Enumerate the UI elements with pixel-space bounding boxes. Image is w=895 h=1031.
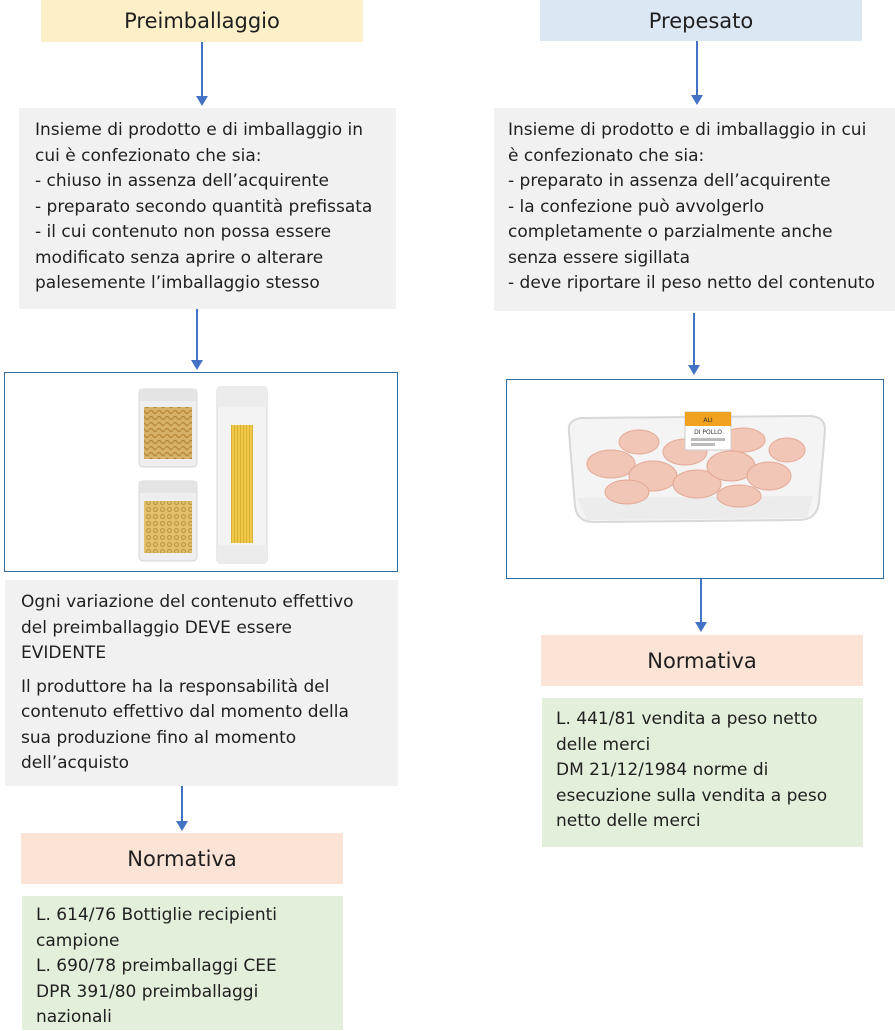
law-line: delle merci — [556, 734, 651, 755]
preimballaggio-title: Preimballaggio — [124, 9, 280, 33]
definition-line: - preparato in assenza dell’acquirente — [508, 171, 831, 191]
pasta-packages-image — [4, 372, 398, 572]
definition-line: cui è confezionato che sia: — [35, 145, 262, 166]
preimballaggio-title-box: Preimballaggio — [41, 0, 363, 42]
price-label: ALI DI POLLO — [684, 411, 732, 451]
chicken-tray-image: ALI DI POLLO — [506, 379, 884, 579]
note-line: sua produzione fino al momento — [21, 727, 297, 748]
normativa-left-title: Normativa — [127, 846, 237, 871]
prepesato-title-box: Prepesato — [540, 0, 862, 41]
definition-line: - la confezione può avvolgerlo — [508, 196, 765, 217]
definition-line: - chiuso in assenza dell’acquirente — [35, 171, 329, 191]
normativa-right-laws: L. 441/81 vendita a peso netto delle mer… — [542, 698, 863, 847]
arrow-1-right — [691, 41, 703, 105]
definition-line: - il cui contenuto non possa essere — [35, 222, 332, 242]
prepesato-definition: Insieme di prodotto e di imballaggio in … — [494, 108, 895, 311]
label-text-1: ALI — [703, 417, 712, 424]
law-line: L. 614/76 Bottiglie recipienti — [36, 905, 277, 925]
pasta-bag-fusilli — [138, 388, 198, 468]
pasta-packages-illustration — [138, 386, 268, 564]
definition-line: modificato senza aprire o alterare — [35, 247, 324, 268]
chicken-wings — [586, 427, 806, 508]
preimballaggio-definition: Insieme di prodotto e di imballaggio in … — [19, 108, 396, 309]
definition-line: - preparato secondo quantità prefissata — [35, 196, 373, 217]
definition-line: completamente o parzialmente anche — [508, 222, 833, 242]
note-paragraph-2: Il produttore ha la responsabilità del c… — [21, 675, 382, 777]
arrow-2-right — [688, 313, 700, 375]
note-line: dell’acquisto — [21, 753, 130, 773]
prepesato-title: Prepesato — [648, 8, 754, 33]
law-line: DPR 391/80 preimballaggi — [36, 981, 259, 1002]
normativa-left-box: Normativa — [21, 833, 343, 884]
note-line: EVIDENTE — [21, 643, 107, 663]
label-text-2: DI POLLO — [694, 429, 722, 436]
arrow-3-right — [695, 579, 707, 632]
preimballaggio-note: Ogni variazione del contenuto effettivo … — [5, 580, 398, 786]
law-line: campione — [36, 930, 120, 951]
definition-line: è confezionato che sia: — [508, 145, 705, 166]
note-line: Il produttore ha la responsabilità del — [21, 676, 330, 697]
pasta-bag-spaghetti — [216, 386, 268, 564]
note-line: del preimballaggio DEVE essere — [21, 617, 293, 638]
normativa-right-box: Normativa — [541, 635, 863, 686]
law-line: esecuzione sulla vendita a peso — [556, 785, 828, 806]
definition-line: Insieme di prodotto e di imballaggio in … — [508, 120, 867, 140]
definition-line: - deve riportare il peso netto del conte… — [508, 273, 875, 293]
law-line: netto delle merci — [556, 811, 701, 831]
normativa-right-title: Normativa — [647, 648, 757, 673]
pasta-bag-macaroni — [138, 480, 198, 562]
law-line: DM 21/12/1984 norme di — [556, 760, 769, 780]
chicken-tray-illustration: ALI DI POLLO — [567, 411, 827, 524]
note-paragraph-1: Ogni variazione del contenuto effettivo … — [21, 590, 382, 667]
note-line: Ogni variazione del contenuto effettivo — [21, 592, 354, 612]
law-line: L. 441/81 vendita a peso netto — [556, 709, 818, 729]
arrow-2-left — [191, 309, 203, 370]
arrow-1-left — [196, 42, 208, 106]
definition-line: Insieme di prodotto e di imballaggio in — [35, 120, 364, 140]
law-line: L. 690/78 preimballaggi CEE — [36, 956, 277, 976]
note-line: contenuto effettivo dal momento della — [21, 702, 349, 722]
law-line: nazionali — [36, 1007, 112, 1027]
definition-line: senza essere sigillata — [508, 247, 690, 268]
arrow-3-left — [176, 786, 188, 831]
normativa-left-laws: L. 614/76 Bottiglie recipienti campione … — [22, 896, 343, 1030]
definition-line: palesemente l’imballaggio stesso — [35, 273, 320, 293]
